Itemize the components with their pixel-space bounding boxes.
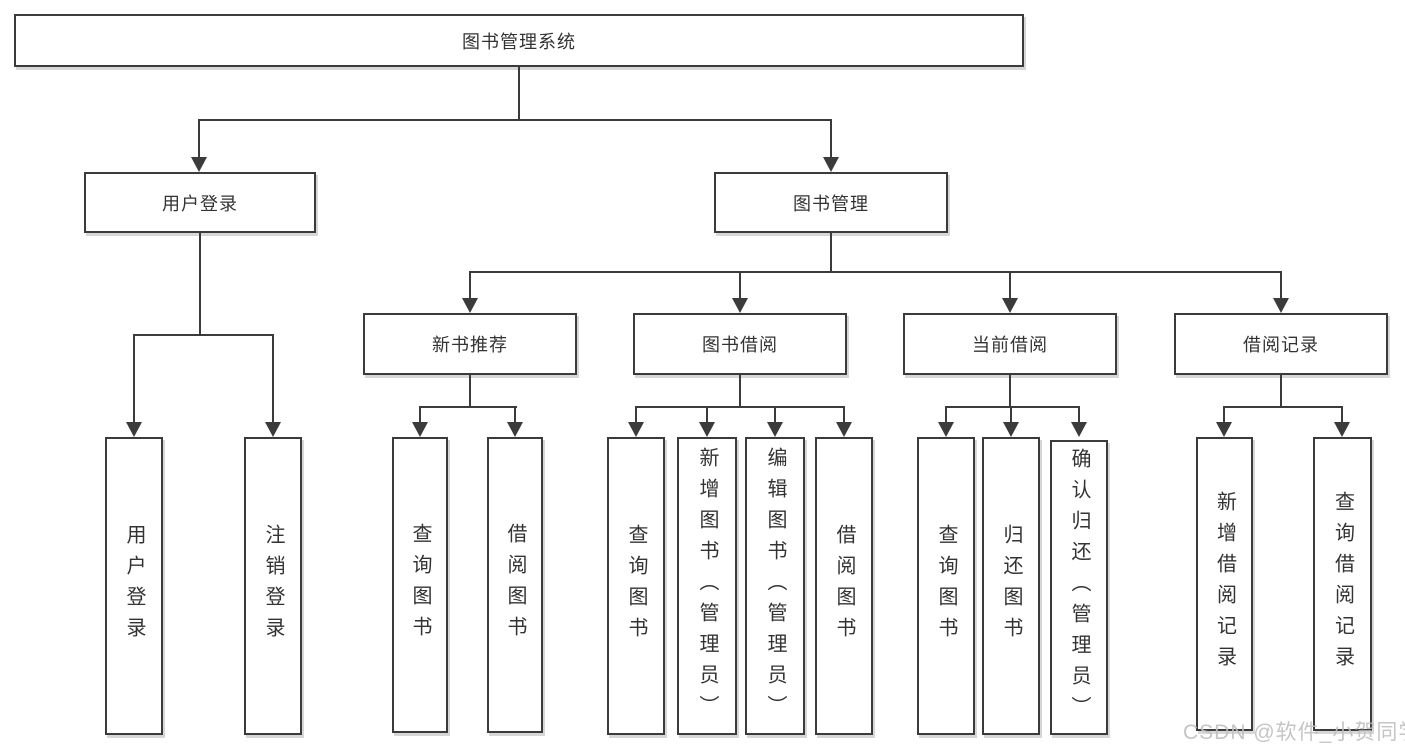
node-book-borrowing: 图书借阅 [633, 313, 847, 375]
arrow-down-icon [699, 422, 715, 437]
connector-line [198, 119, 200, 158]
connector-line [945, 406, 1080, 408]
leaf-query-borrow-record: 查询借阅记录 [1313, 437, 1372, 731]
leaf-logout: 注销登录 [244, 437, 302, 735]
arrow-down-icon [767, 422, 783, 437]
leaf-add-books-admin: 新增图书（管理员） [677, 437, 737, 735]
leaf-label: 新增图书（管理员） [696, 446, 718, 726]
leaf-confirm-return-admin: 确认归还（管理员） [1050, 440, 1108, 735]
connector-line [739, 375, 741, 408]
arrow-down-icon [823, 157, 839, 172]
connector-line [1280, 375, 1282, 408]
connector-line [739, 271, 741, 299]
connector-line [469, 375, 471, 408]
node-borrowing-records: 借阅记录 [1174, 313, 1388, 375]
leaf-user-login: 用户登录 [105, 437, 163, 735]
node-label: 图书管理系统 [462, 31, 576, 52]
leaf-label: 借阅图书 [504, 523, 526, 647]
node-label: 当前借阅 [972, 335, 1048, 355]
connector-line [518, 67, 520, 120]
leaf-label: 借阅图书 [833, 524, 855, 648]
leaf-label: 注销登录 [262, 524, 284, 648]
node-book-management: 图书管理 [714, 172, 948, 233]
node-label: 图书借阅 [702, 335, 778, 355]
leaf-edit-books-admin: 编辑图书（管理员） [745, 437, 805, 735]
arrow-down-icon [628, 422, 644, 437]
connector-line [272, 334, 274, 422]
connector-line [774, 406, 776, 423]
connector-line [635, 406, 845, 408]
arrow-down-icon [1273, 298, 1289, 313]
connector-line [1280, 271, 1282, 299]
leaf-label: 新增借阅记录 [1213, 491, 1236, 677]
arrow-down-icon [412, 422, 428, 437]
leaf-label: 归还图书 [1000, 524, 1022, 648]
connector-line [945, 406, 947, 423]
arrow-down-icon [938, 422, 954, 437]
connector-line [514, 406, 516, 423]
leaf-label: 查询图书 [625, 524, 647, 648]
leaf-borrow-books-recommend: 借阅图书 [487, 437, 543, 733]
leaf-label: 编辑图书（管理员） [764, 446, 786, 726]
connector-line [635, 406, 637, 423]
node-label: 新书推荐 [432, 335, 508, 355]
arrow-down-icon [126, 422, 142, 437]
connector-line [419, 406, 517, 408]
connector-line [469, 271, 471, 299]
node-new-book-recommendation: 新书推荐 [363, 313, 577, 375]
connector-line [199, 233, 201, 336]
leaf-query-books-current: 查询图书 [917, 437, 975, 735]
connector-line [198, 119, 832, 121]
connector-line [1010, 406, 1012, 423]
arrow-down-icon [1071, 422, 1087, 437]
connector-line [1078, 406, 1080, 423]
leaf-label: 查询图书 [935, 524, 957, 648]
connector-line [706, 406, 708, 423]
leaf-query-books-recommend: 查询图书 [392, 437, 448, 733]
arrow-down-icon [1216, 422, 1232, 437]
csdn-watermark: CSDN @软件_小贺同学 [1183, 721, 1405, 744]
leaf-label: 确认归还（管理员） [1068, 448, 1090, 727]
node-library-management-system: 图书管理系统 [14, 14, 1024, 67]
arrow-down-icon [1334, 422, 1350, 437]
arrow-down-icon [265, 422, 281, 437]
node-label: 图书管理 [793, 193, 869, 214]
connector-line [133, 334, 135, 422]
connector-line [830, 119, 832, 158]
node-current-borrowing: 当前借阅 [903, 313, 1117, 375]
connector-line [1009, 375, 1011, 408]
connector-line [1223, 406, 1225, 423]
arrow-down-icon [191, 157, 207, 172]
leaf-borrow-books: 借阅图书 [815, 437, 873, 735]
connector-line [830, 233, 832, 273]
leaf-label: 用户登录 [123, 524, 145, 648]
leaf-label: 查询图书 [409, 523, 431, 647]
arrow-down-icon [1003, 422, 1019, 437]
node-label: 用户登录 [162, 193, 238, 214]
arrow-down-icon [732, 298, 748, 313]
leaf-label: 查询借阅记录 [1331, 491, 1354, 677]
leaf-query-books-borrowing: 查询图书 [607, 437, 665, 735]
connector-line [1009, 271, 1011, 299]
arrow-down-icon [1002, 298, 1018, 313]
connector-line [1341, 406, 1343, 423]
connector-line [1223, 406, 1343, 408]
arrow-down-icon [507, 422, 523, 437]
connector-line [419, 406, 421, 423]
leaf-add-borrow-record: 新增借阅记录 [1196, 437, 1253, 731]
node-label: 借阅记录 [1243, 335, 1319, 355]
connector-line [133, 334, 274, 336]
connector-line [469, 271, 1282, 273]
connector-line [843, 406, 845, 423]
leaf-return-books: 归还图书 [982, 437, 1040, 735]
node-user-login: 用户登录 [84, 172, 316, 233]
arrow-down-icon [462, 298, 478, 313]
arrow-down-icon [836, 422, 852, 437]
